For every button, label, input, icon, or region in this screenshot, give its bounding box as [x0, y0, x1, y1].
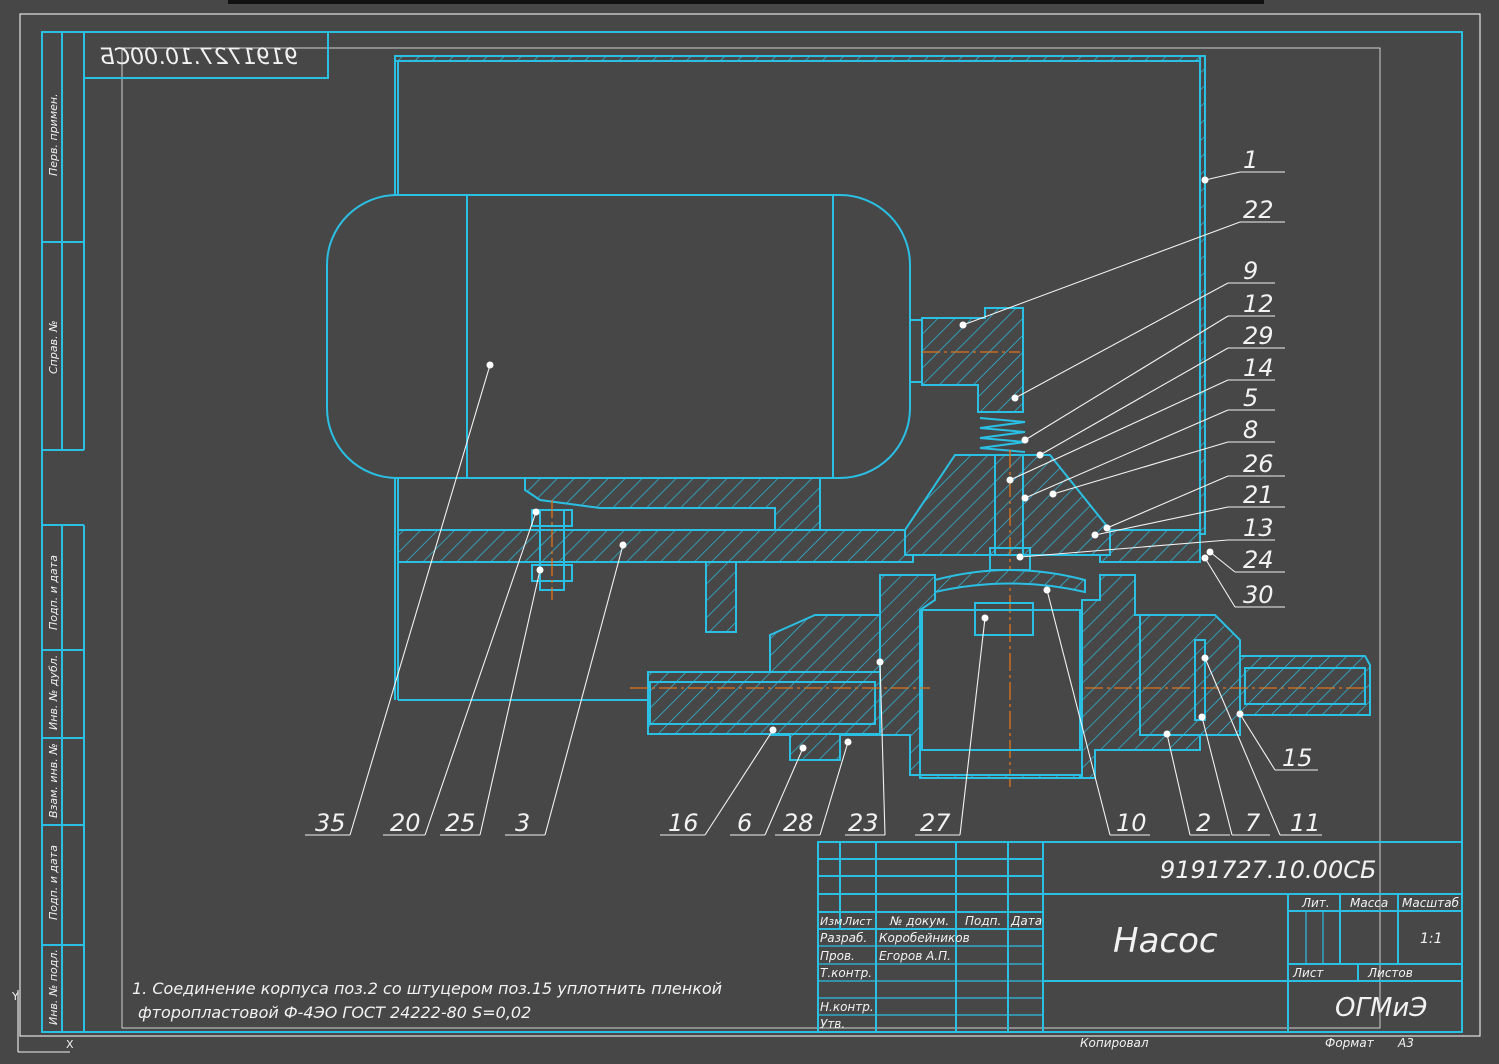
sheets-label: Листов — [1367, 966, 1413, 980]
guard-side — [1199, 55, 1206, 535]
motor-foot — [524, 477, 821, 531]
podp-data-label-1: Подп. и дата — [47, 555, 60, 630]
prov-name: Егоров А.П. — [879, 949, 951, 963]
callout-30: 30 — [1243, 581, 1274, 609]
callout-16: 16 — [668, 809, 699, 837]
side-column: Перв. примен. Справ. № Подп. и дата Инв.… — [42, 32, 85, 1032]
prov-role: Пров. — [820, 949, 855, 963]
callout-12: 12 — [1243, 290, 1274, 318]
utv-role: Утв. — [820, 1017, 845, 1031]
mirrored-code: 9191727.10.00СБ — [100, 45, 298, 70]
technical-note: 1. Соединение корпуса поз.2 со штуцером … — [132, 979, 722, 1022]
callout-15: 15 — [1282, 744, 1313, 772]
callout-20: 20 — [390, 809, 421, 837]
list-header: Лист — [843, 915, 872, 928]
callout-2: 2 — [1196, 809, 1211, 837]
callout-labels: 1 22 9 12 29 14 5 8 26 21 13 24 30 15 35… — [315, 146, 1321, 837]
callout-35: 35 — [315, 809, 346, 837]
callout-24: 24 — [1243, 546, 1274, 574]
note-line-1: 1. Соединение корпуса поз.2 со штуцером … — [132, 979, 722, 998]
callout-21: 21 — [1243, 481, 1274, 509]
callout-7: 7 — [1245, 809, 1261, 837]
format-value: А3 — [1397, 1036, 1414, 1050]
lit-label: Лит. — [1301, 896, 1330, 910]
callout-13: 13 — [1243, 514, 1274, 542]
nkontr-role: Н.контр. — [820, 1000, 874, 1014]
izm-header: Изм. — [820, 915, 846, 928]
svg-text:Y: Y — [11, 990, 19, 1003]
masshtab-label: Масштаб — [1402, 896, 1460, 910]
tkontr-role: Т.контр. — [820, 966, 872, 980]
sheet-label: Лист — [1292, 966, 1324, 980]
callout-28: 28 — [783, 809, 814, 837]
scale-value: 1:1 — [1420, 931, 1443, 947]
upper-housing — [904, 454, 1111, 556]
note-line-2: фторопластовой Ф-4ЭО ГОСТ 24222-80 S=0,0… — [138, 1003, 531, 1022]
callout-10: 10 — [1116, 809, 1147, 837]
outlet-fitting — [1139, 614, 1241, 736]
callout-6: 6 — [737, 809, 752, 837]
pump-assembly — [326, 55, 1371, 790]
callout-11: 11 — [1290, 809, 1321, 837]
diaphragm — [934, 569, 1086, 594]
leader-lines — [305, 171, 1322, 836]
vzam-inv-label: Взам. инв. № — [47, 743, 60, 818]
top-toolbar-strip — [228, 0, 1264, 4]
sprav-label: Справ. № — [47, 320, 60, 374]
date-header: Дата — [1010, 914, 1042, 928]
inv-dubl-label: Инв. № дубл. — [47, 655, 60, 730]
callout-8: 8 — [1243, 416, 1258, 444]
callout-14: 14 — [1243, 354, 1274, 382]
organization-name: ОГМиЭ — [1335, 993, 1427, 1023]
lower-nut — [974, 602, 1034, 636]
format-label: Формат — [1325, 1036, 1375, 1050]
callout-3: 3 — [515, 809, 530, 837]
drawing-title: Насос — [1113, 921, 1218, 961]
ucs-axis-icon: Y X — [11, 990, 74, 1053]
callout-5: 5 — [1243, 384, 1258, 412]
title-block: 9191727.10.00СБ Насос ОГМиЭ Лит. Масса М… — [817, 841, 1463, 1033]
callout-22: 22 — [1243, 196, 1274, 224]
inv-podl-label: Инв. № подл. — [47, 949, 60, 1025]
motor-body — [326, 194, 911, 479]
stand-rib — [705, 561, 737, 633]
razrab-name: Коробейников — [879, 931, 970, 945]
callout-23: 23 — [848, 809, 879, 837]
title-block-code: 9191727.10.00СБ — [1160, 856, 1376, 884]
callout-1: 1 — [1243, 146, 1258, 174]
podp-data-label-2: Подп. и дата — [47, 845, 60, 920]
callout-26: 26 — [1243, 450, 1274, 478]
outlet-nozzle — [1239, 655, 1371, 716]
inner-thin-frame — [121, 47, 1381, 1029]
copied-label: Копировал — [1080, 1036, 1149, 1050]
outer-sheet-border — [19, 13, 1481, 1037]
guard-top — [394, 55, 1206, 62]
drawing-frame — [41, 31, 1463, 1033]
razrab-role: Разраб. — [820, 931, 867, 945]
svg-text:X: X — [66, 1038, 74, 1051]
massa-label: Масса — [1350, 896, 1388, 910]
doc-header: № докум. — [889, 914, 949, 928]
sign-header: Подп. — [965, 914, 1001, 928]
perv-primen-label: Перв. примен. — [47, 93, 60, 176]
mount-plate — [397, 529, 914, 563]
callout-25: 25 — [445, 809, 476, 837]
spring — [979, 417, 1026, 453]
coupling-block — [921, 307, 1024, 413]
callout-29: 29 — [1243, 322, 1274, 350]
mirrored-code-box: 9191727.10.00СБ — [83, 31, 329, 79]
callout-27: 27 — [920, 809, 951, 837]
callout-9: 9 — [1243, 257, 1258, 285]
